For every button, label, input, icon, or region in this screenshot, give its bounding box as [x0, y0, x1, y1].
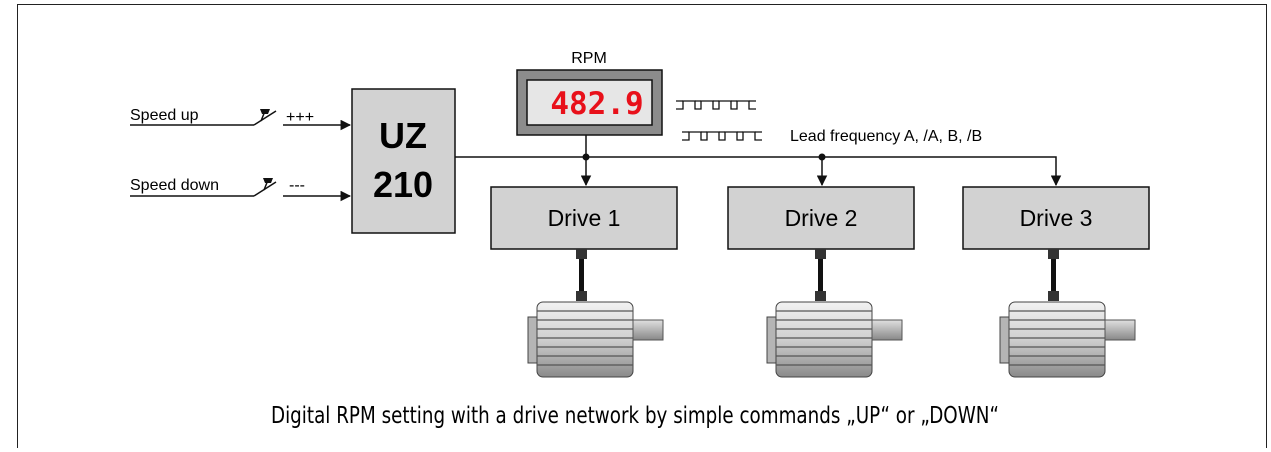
rpm-display-title: RPM [571, 50, 607, 67]
drive-2: Drive 2 [727, 186, 915, 301]
motor-1-icon [527, 301, 664, 378]
lead-frequency-label: Lead frequency A, /A, B, /B [790, 128, 982, 145]
speed-up-label: Speed up [130, 107, 199, 124]
speed-down-label: Speed down [130, 177, 219, 194]
push-button-icon [263, 178, 273, 191]
pulse-train-icon [676, 100, 762, 141]
speed-up-switch [253, 110, 277, 126]
diagram-frame [17, 4, 1267, 448]
drive-3-label: Drive 3 [1020, 205, 1093, 231]
controller-label-line1: UZ [379, 115, 427, 156]
drive-1: Drive 1 [490, 186, 678, 301]
uz210-controller: UZ 210 [351, 88, 456, 234]
controller-label-line2: 210 [373, 164, 433, 205]
motor-3-icon [999, 301, 1136, 378]
drive-2-label: Drive 2 [785, 205, 858, 231]
push-button-icon [260, 109, 270, 122]
rpm-display: RPM 482.9 [516, 50, 663, 136]
diagram-caption: Digital RPM setting with a drive network… [271, 403, 999, 429]
rpm-readout: 482.9 [550, 86, 643, 122]
speed-up-sign: +++ [286, 109, 314, 126]
speed-down-sign: --- [289, 177, 305, 194]
drive-3: Drive 3 [962, 186, 1150, 301]
drive-1-label: Drive 1 [548, 205, 621, 231]
speed-down-input: Speed down --- [130, 177, 352, 202]
motor-2-icon [766, 301, 903, 378]
speed-up-input: Speed up +++ [130, 107, 352, 131]
lead-frequency-bus: Lead frequency A, /A, B, /B [455, 128, 1062, 187]
